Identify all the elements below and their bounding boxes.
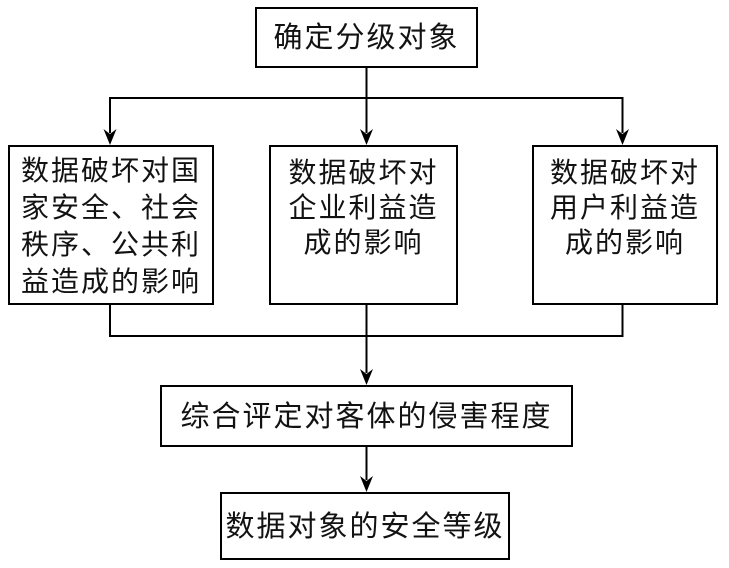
arrowhead-mid-icon — [360, 129, 373, 145]
node-impact-user-interests: 数据破坏对 用户利益造 成的影响 — [532, 145, 718, 305]
arrowhead-result-icon — [360, 476, 373, 492]
node-impact-national-interests: 数据破坏对国 家安全、社会 秩序、公共利 益造成的影响 — [8, 145, 214, 305]
node-data-security-level: 数据对象的安全等级 — [220, 492, 510, 560]
node-data-security-level-label: 数据对象的安全等级 — [225, 508, 505, 543]
node-impact-enterprise-interests: 数据破坏对 企业利益造 成的影响 — [269, 145, 458, 305]
node-determine-grading-object: 确定分级对象 — [255, 7, 478, 68]
arrowhead-left-icon — [103, 129, 117, 145]
arrowhead-right-icon — [616, 129, 629, 145]
node-determine-grading-object-label: 确定分级对象 — [273, 20, 460, 54]
arrowhead-assess-icon — [360, 369, 373, 385]
node-comprehensive-assessment-label: 综合评定对客体的侵害程度 — [180, 398, 553, 433]
node-comprehensive-assessment: 综合评定对客体的侵害程度 — [160, 385, 573, 447]
